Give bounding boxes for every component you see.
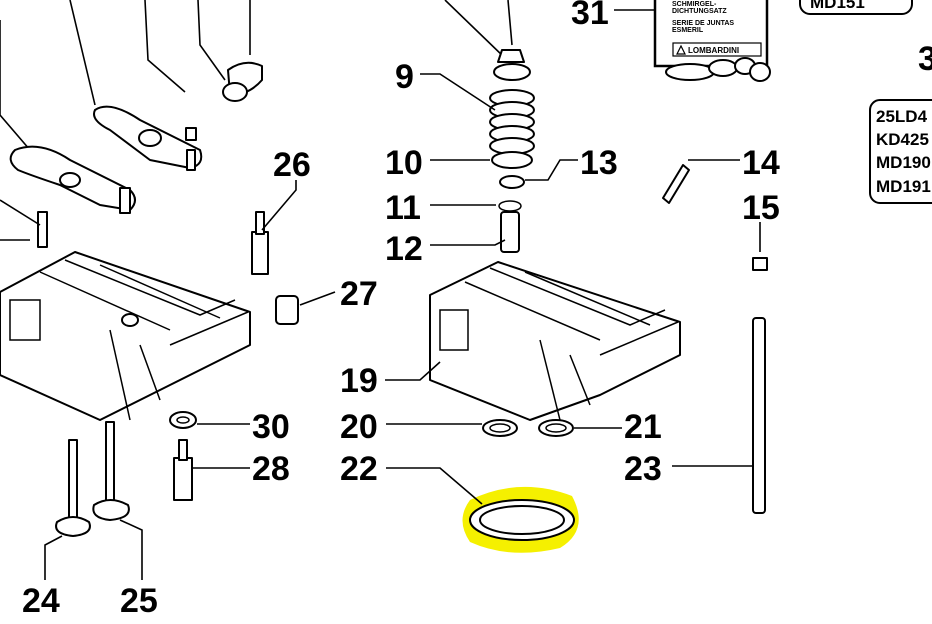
kit-line-4: ESMERIL [672, 27, 704, 34]
callout-21[interactable]: 21 [624, 408, 662, 446]
kit-line-1: SCHMIRGEL- [672, 1, 717, 8]
callout-30[interactable]: 30 [252, 408, 290, 446]
svg-text:LOMBARDINI: LOMBARDINI [688, 46, 739, 55]
part-22-head-gasket[interactable] [386, 467, 575, 541]
cylinder-head-center [385, 261, 681, 421]
cylinder-head-left [0, 251, 251, 421]
callout-10[interactable]: 10 [385, 144, 423, 182]
kit-line-3: SERIE DE JUNTAS [672, 20, 734, 27]
callout-24[interactable]: 24 [22, 582, 60, 620]
callout-27[interactable]: 27 [340, 275, 378, 313]
model-label-top: MD151 [810, 0, 865, 12]
model-list-box [869, 99, 932, 204]
callout-28[interactable]: 28 [252, 450, 290, 488]
part-28-stud [173, 439, 250, 501]
callout-9[interactable]: 9 [395, 58, 414, 96]
parts-14-15-23 [662, 159, 768, 514]
part-30-washer [169, 411, 250, 429]
callout-25[interactable]: 25 [120, 582, 158, 620]
rocker-arm-assembly [0, 0, 263, 248]
callout-3[interactable]: 3 [918, 40, 932, 78]
callout-12[interactable]: 12 [385, 230, 423, 268]
callout-19[interactable]: 19 [340, 362, 378, 400]
valves-24-25 [44, 421, 143, 580]
valve-seats-20-21 [386, 419, 622, 437]
part-27-spacer [275, 291, 336, 325]
callout-11[interactable]: 11 [385, 189, 421, 227]
model-item-4: MD191 [876, 177, 931, 196]
model-label-box-top [799, 0, 913, 15]
callout-31[interactable]: 31 [571, 0, 609, 32]
model-item-3: MD190 [876, 153, 931, 172]
kit-line-2: DICHTUNGSATZ [672, 8, 727, 15]
model-item-2: KD425 [876, 130, 929, 149]
callout-15[interactable]: 15 [742, 189, 780, 227]
callout-23[interactable]: 23 [624, 450, 662, 488]
part-26-stud [251, 180, 297, 275]
valve-spring-assembly [420, 0, 578, 253]
lombardini-logo: LOMBARDINI [672, 42, 762, 57]
callout-22[interactable]: 22 [340, 450, 378, 488]
callout-20[interactable]: 20 [340, 408, 378, 446]
callout-26[interactable]: 26 [273, 146, 311, 184]
callout-13[interactable]: 13 [580, 144, 618, 182]
model-item-1: 25LD4 [876, 107, 928, 126]
callout-14[interactable]: 14 [742, 144, 780, 182]
